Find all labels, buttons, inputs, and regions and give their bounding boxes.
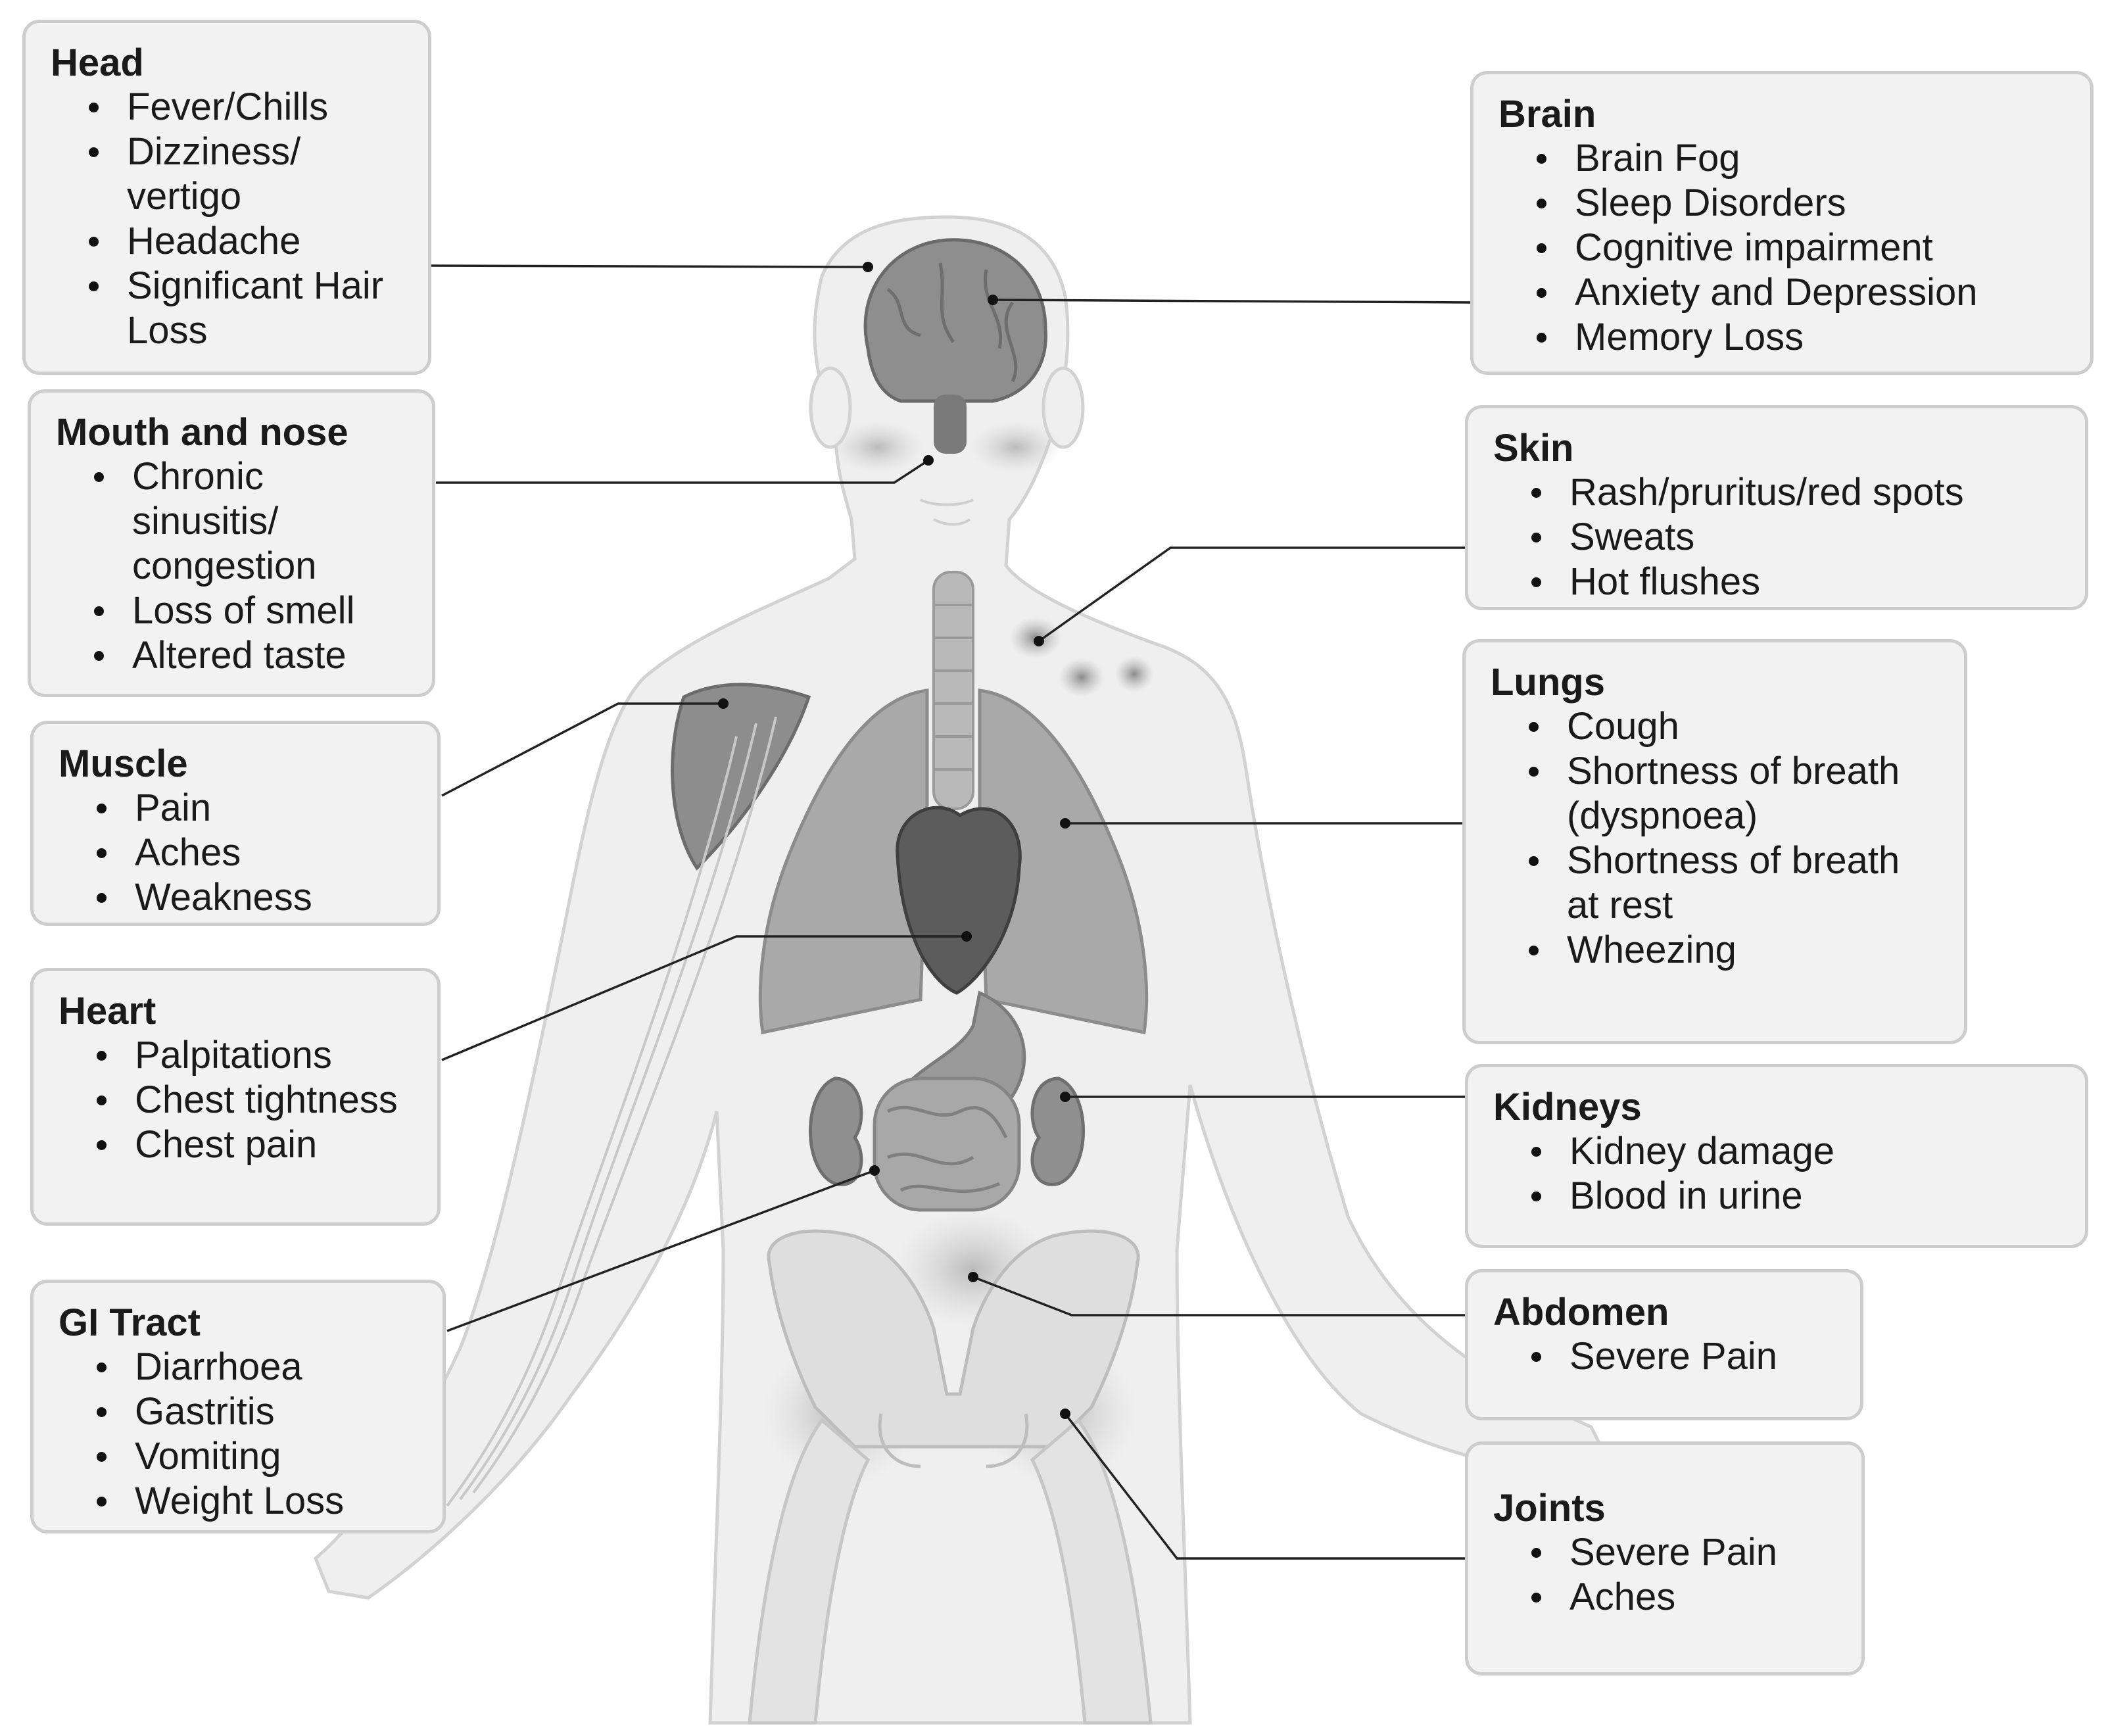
abdomen-title: Abdomen [1493, 1291, 1669, 1334]
list-item: Dizziness/ vertigo [89, 130, 402, 219]
abdomen-box: Abdomen Severe Pain [1465, 1269, 1863, 1420]
lungs-symptom-list: Cough Shortness of breath (dyspnoea) Sho… [1491, 704, 1938, 973]
list-item: Aches [1531, 1575, 1835, 1620]
kidneys-title: Kidneys [1493, 1086, 1642, 1128]
pelvis-bone [767, 1229, 1140, 1468]
trachea-organ [932, 571, 974, 810]
connector-brain [992, 299, 1473, 304]
list-item: Loss of smell [94, 589, 406, 633]
kidneys-symptom-list: Kidney damage Blood in urine [1493, 1129, 2059, 1218]
connector-lines [430, 264, 1473, 1560]
list-item: Severe Pain [1531, 1530, 1835, 1575]
list-item: Headache [89, 219, 402, 264]
brain-title: Brain [1498, 93, 1596, 135]
list-item: Pain [97, 786, 411, 831]
femur-bones [748, 1418, 1153, 1725]
list-item: Anxiety and Depression [1537, 270, 2064, 315]
kidneys-box: Kidneys Kidney damage Blood in urine [1465, 1064, 2088, 1248]
heart-symptom-list: Palpitations Chest tightness Chest pain [59, 1033, 411, 1167]
connector-head [430, 264, 869, 268]
connector-dots [718, 262, 1070, 1419]
list-item: Brain Fog [1537, 136, 2064, 181]
arm-muscle-nerves [446, 683, 811, 1507]
list-item: Gastritis [97, 1389, 416, 1434]
list-item: Kidney damage [1531, 1129, 2059, 1174]
gi-tract-title: GI Tract [59, 1301, 201, 1344]
list-item: Aches [97, 831, 411, 875]
muscle-box: Muscle Pain Aches Weakness [30, 721, 441, 926]
list-item: Memory Loss [1537, 315, 2064, 360]
muscle-title: Muscle [59, 742, 188, 785]
gi-organs [873, 990, 1026, 1212]
skin-title: Skin [1493, 427, 1574, 470]
lungs-organ [758, 688, 1149, 1034]
list-item: Shortness of breath (dyspnoea) [1529, 749, 1938, 838]
list-item: Sleep Disorders [1537, 181, 2064, 226]
list-item: Significant Hair Loss [89, 264, 402, 353]
list-item: Wheezing [1529, 928, 1938, 973]
list-item: Weight Loss [97, 1479, 416, 1524]
kidneys-organ [809, 1076, 1085, 1186]
heart-organ [896, 806, 1022, 995]
list-item: Cough [1529, 704, 1938, 749]
list-item: Altered taste [94, 633, 406, 678]
joints-symptom-list: Severe Pain Aches [1493, 1530, 1835, 1620]
heart-box: Heart Palpitations Chest tightness Chest… [30, 968, 441, 1226]
list-item: Chest tightness [97, 1078, 411, 1122]
gi-tract-box: GI Tract Diarrhoea Gastritis Vomiting We… [30, 1280, 446, 1533]
head-box: Head Fever/Chills Dizziness/ vertigo Hea… [22, 20, 431, 375]
muscle-symptom-list: Pain Aches Weakness [59, 786, 411, 920]
list-item: Diarrhoea [97, 1345, 416, 1389]
list-item: Chest pain [97, 1122, 411, 1167]
connector-gi-tract [446, 1169, 875, 1332]
lungs-box: Lungs Cough Shortness of breath (dyspnoe… [1462, 639, 1967, 1044]
connector-skin [1038, 546, 1468, 642]
joints-box: Joints Severe Pain Aches [1465, 1441, 1865, 1676]
lungs-title: Lungs [1491, 661, 1605, 704]
skin-box: Skin Rash/pruritus/red spots Sweats Hot … [1465, 405, 2088, 610]
connector-mouth-and-nose [436, 459, 929, 484]
joints-title: Joints [1493, 1487, 1606, 1530]
list-item: Sweats [1531, 515, 2059, 560]
mouth-and-nose-box: Mouth and nose Chronic sinusitis/ conges… [28, 389, 435, 697]
heart-title: Heart [59, 990, 156, 1032]
brain-symptom-list: Brain Fog Sleep Disorders Cognitive impa… [1498, 136, 2064, 360]
list-item: Palpitations [97, 1033, 411, 1078]
gi-tract-symptom-list: Diarrhoea Gastritis Vomiting Weight Loss [59, 1345, 416, 1524]
list-item: Cognitive impairment [1537, 226, 2064, 270]
skin-symptom-list: Rash/pruritus/red spots Sweats Hot flush… [1493, 470, 2059, 604]
head-symptom-list: Fever/Chills Dizziness/ vertigo Headache… [51, 85, 402, 353]
mouth-and-nose-title: Mouth and nose [56, 411, 348, 454]
connector-abdomen [972, 1276, 1468, 1316]
connector-muscle [441, 702, 723, 797]
connector-joints [1064, 1412, 1468, 1560]
list-item: Vomiting [97, 1434, 416, 1479]
abdomen-symptom-list: Severe Pain [1493, 1334, 1834, 1379]
list-item: Chronic sinusitis/ congestion [94, 454, 406, 589]
mouth-and-nose-symptom-list: Chronic sinusitis/ congestion Loss of sm… [56, 454, 406, 678]
list-item: Hot flushes [1531, 560, 2059, 604]
face [920, 498, 974, 526]
connector-heart [441, 935, 967, 1061]
list-item: Fever/Chills [89, 85, 402, 130]
brain-box: Brain Brain Fog Sleep Disorders Cognitiv… [1470, 71, 2094, 375]
head-title: Head [51, 41, 144, 84]
list-item: Weakness [97, 875, 411, 920]
list-item: Severe Pain [1531, 1334, 1834, 1379]
list-item: Shortness of breath at rest [1529, 838, 1938, 928]
list-item: Rash/pruritus/red spots [1531, 470, 2059, 515]
list-item: Blood in urine [1531, 1174, 2059, 1218]
